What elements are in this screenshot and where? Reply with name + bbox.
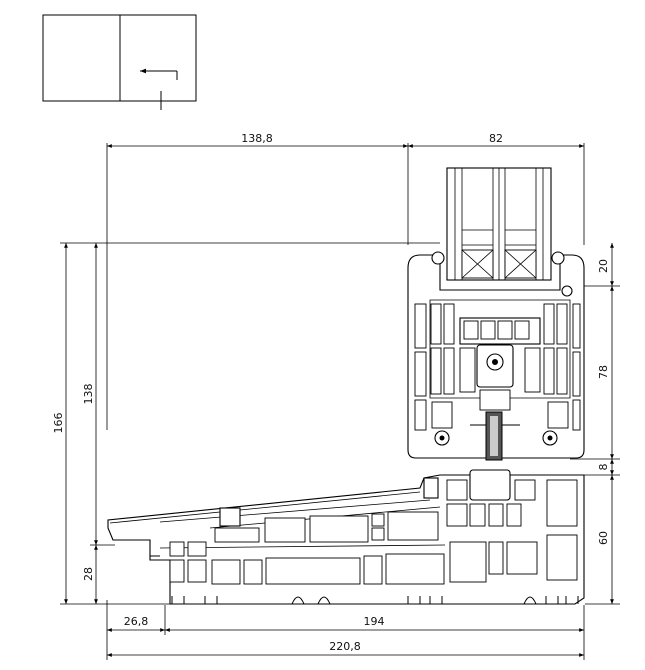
frame-feet <box>171 596 579 605</box>
dim-top-right: 82 <box>489 132 503 145</box>
frame-profile <box>107 469 585 605</box>
dim-bottom-offset: 26,8 <box>124 615 149 628</box>
dim-overall-height: 166 <box>52 413 65 434</box>
glazing-unit <box>446 167 552 281</box>
top-dimensions: 138,8 82 <box>106 132 585 430</box>
slide-direction-arrow-icon <box>140 68 178 80</box>
dim-gap: 8 <box>597 464 610 471</box>
dim-top-left: 138,8 <box>241 132 273 145</box>
opening-key-diagram <box>42 14 197 110</box>
dim-threshold-height: 28 <box>82 567 95 581</box>
right-dimensions: 20 78 8 60 <box>570 243 620 605</box>
dim-glazing-offset: 20 <box>597 259 610 273</box>
roller-carriage <box>470 344 520 461</box>
gasket-seals <box>431 251 573 446</box>
dim-overall-width: 220,8 <box>329 640 361 653</box>
bottom-dimensions: 26,8 194 220,8 <box>106 600 585 660</box>
left-dimensions: 166 138 28 <box>52 242 440 605</box>
dim-bottom-width: 194 <box>364 615 385 628</box>
dim-sash-section: 78 <box>597 365 610 379</box>
dim-sash-height: 138 <box>82 384 95 405</box>
dim-frame-section: 60 <box>597 531 610 545</box>
